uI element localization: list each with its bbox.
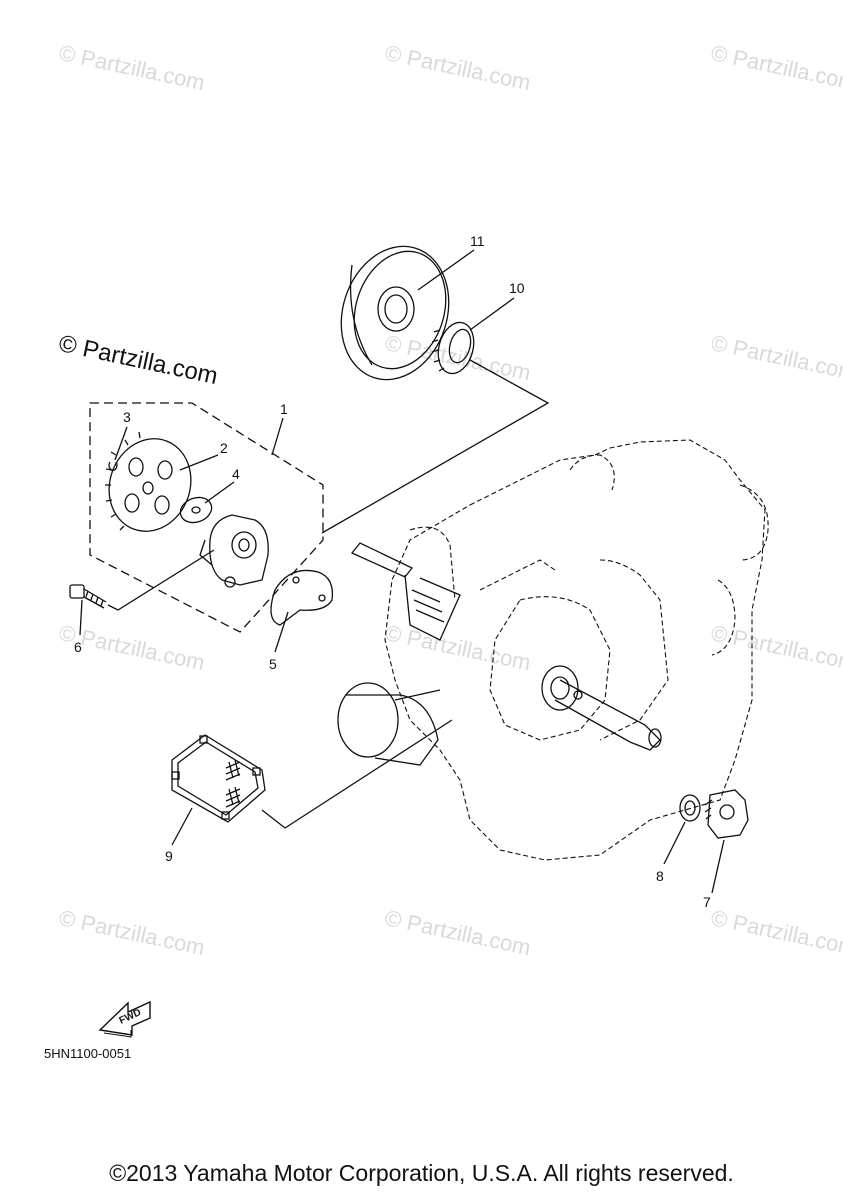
callout-leader-7 (711, 839, 725, 894)
leader-bolt-pump (107, 549, 215, 611)
callout-7: 7 (703, 894, 711, 910)
callout-6: 6 (74, 639, 82, 655)
callout-5: 5 (269, 656, 277, 672)
leader-gasket-shaft (321, 359, 550, 534)
leader-strainer-case (261, 719, 453, 829)
callout-leader-9 (171, 807, 193, 846)
callout-1: 1 (280, 401, 288, 417)
part-9-strainer (171, 734, 266, 823)
part-3-clip (108, 461, 118, 471)
part-10-gear (431, 321, 475, 375)
part-6-bolt (69, 584, 107, 609)
part-11-cover-disk (340, 245, 450, 381)
callout-leader-10 (469, 297, 515, 331)
callout-2: 2 (220, 440, 228, 456)
callout-4: 4 (232, 466, 240, 482)
part-8-washer (679, 794, 701, 822)
crankcase (384, 439, 769, 861)
fwd-arrow-icon (98, 1000, 151, 1038)
callout-leader-6 (79, 599, 83, 636)
part-5-gasket (270, 569, 334, 626)
callout-9: 9 (165, 848, 173, 864)
callout-leader-11 (417, 249, 475, 291)
part-4-washer (179, 496, 213, 524)
diagram-code: 5HN1100-0051 (44, 1046, 132, 1061)
oil-pump-body (199, 514, 269, 588)
callout-leader-1 (271, 417, 284, 456)
part-2-rotor-gear (105, 431, 192, 532)
callout-leader-3 (114, 426, 128, 461)
part-7-drain-plug (704, 789, 749, 839)
callout-leader-8 (663, 821, 686, 865)
callout-leader-2 (179, 454, 219, 471)
oil-filter (337, 682, 441, 766)
callout-leader-5 (274, 611, 289, 653)
callout-3: 3 (123, 409, 131, 425)
crankshaft (350, 542, 662, 751)
callout-8: 8 (656, 868, 664, 884)
callout-leader-4 (204, 481, 235, 504)
copyright-notice: ©2013 Yamaha Motor Corporation, U.S.A. A… (109, 1160, 734, 1186)
assembly-1-boundary (89, 402, 324, 633)
callout-11: 11 (470, 233, 485, 249)
callout-10: 10 (509, 280, 525, 296)
